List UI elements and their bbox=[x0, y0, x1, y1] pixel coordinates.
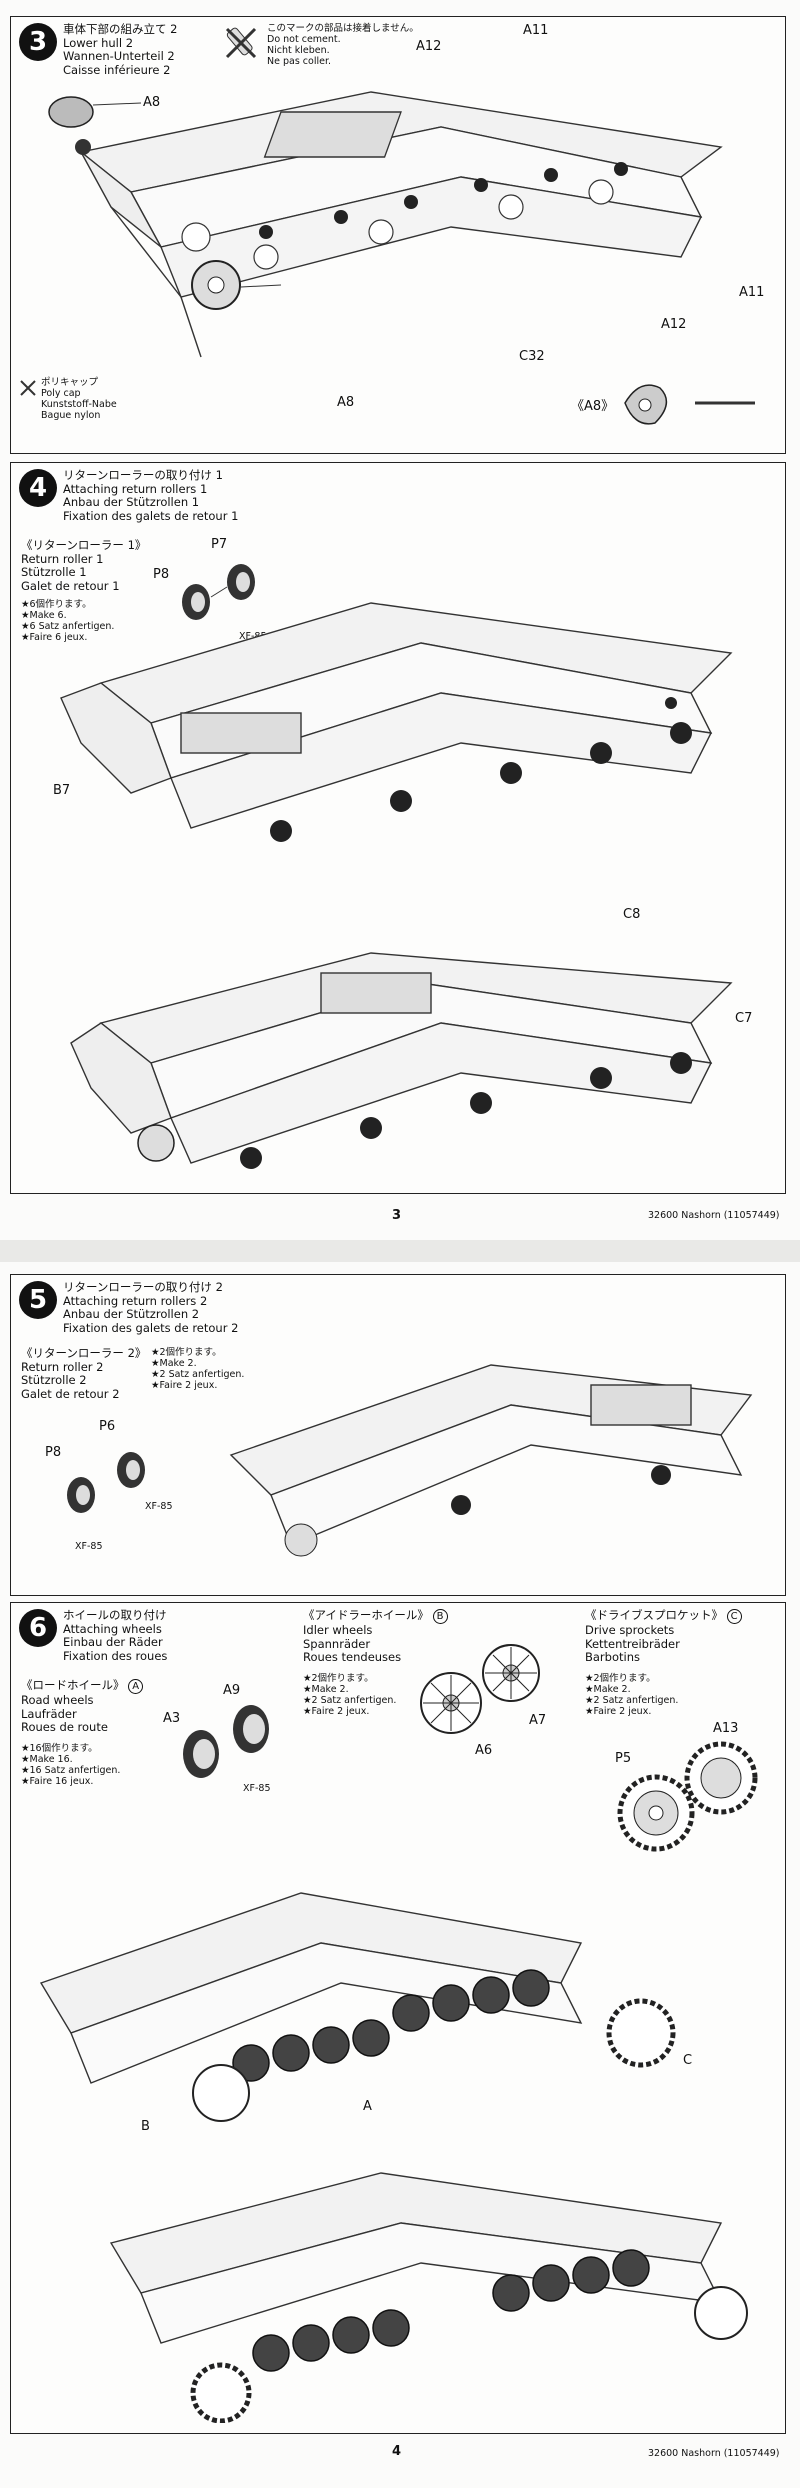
step-number: 3 bbox=[19, 23, 57, 61]
road-wheels-title: 《ロードホイール》 A Road wheels Laufräder Roues … bbox=[21, 1678, 144, 1735]
label-c8: C8 bbox=[623, 907, 641, 922]
step-number: 5 bbox=[19, 1281, 57, 1319]
hull-wheels-lower-drawing bbox=[109, 2172, 748, 2423]
quantity-note: ★6個作ります。 ★Make 6. ★6 Satz anfertigen. ★F… bbox=[21, 599, 115, 643]
label-p7: P7 bbox=[211, 537, 228, 552]
return-roller-drawing bbox=[182, 564, 255, 620]
label-p5: P5 bbox=[615, 1751, 632, 1766]
mark-c: C bbox=[683, 2053, 693, 2068]
label-a7: A7 bbox=[529, 1713, 547, 1728]
step-title: リターンローラーの取り付け 2 Attaching return rollers… bbox=[63, 1280, 239, 1335]
label-c7: C7 bbox=[735, 1011, 753, 1026]
page-4: 5 リターンローラーの取り付け 2 Attaching return rolle… bbox=[0, 1262, 800, 2488]
sprocket-title: 《ドライブスプロケット》 C Drive sprockets Kettentre… bbox=[585, 1608, 742, 1665]
page-3: 3 車体下部の組み立て 2 Lower hull 2 Wannen-Untert… bbox=[0, 0, 800, 1240]
a8-detail-drawing bbox=[624, 384, 755, 425]
label-a13: A13 bbox=[713, 1721, 739, 1736]
no-cement-icon bbox=[225, 27, 257, 59]
no-cement-note: このマークの部品は接着しません。 Do not cement. Nicht kl… bbox=[267, 23, 419, 67]
return-roller-sub-title: 《リターンローラー 2》 Return roller 2 Stützrolle … bbox=[21, 1346, 147, 1401]
return-roller-drawing bbox=[67, 1452, 145, 1513]
idler-wheels-qty: ★2個作ります。 ★Make 2. ★2 Satz anfertigen. ★F… bbox=[303, 1673, 397, 1717]
label-a11-right: A11 bbox=[739, 285, 765, 300]
step-number: 4 bbox=[19, 469, 57, 507]
label-a8-left: A8 bbox=[143, 95, 161, 110]
label-a8-bottom: A8 bbox=[337, 395, 355, 410]
product-code: 32600 Nashorn (11057449) bbox=[648, 2448, 780, 2459]
idler-wheel-drawing bbox=[420, 1644, 540, 1734]
step-number: 6 bbox=[19, 1609, 57, 1647]
label-a8-detail: 《A8》 bbox=[571, 399, 615, 414]
hull-wheels-upper-drawing bbox=[39, 1892, 676, 2122]
mark-a: A bbox=[363, 2099, 372, 2114]
hull-step5-drawing bbox=[229, 1364, 753, 1557]
polycap-icon bbox=[20, 380, 36, 396]
step-5-panel: 5 リターンローラーの取り付け 2 Attaching return rolle… bbox=[10, 1274, 786, 1596]
step-3-panel: 3 車体下部の組み立て 2 Lower hull 2 Wannen-Untert… bbox=[10, 16, 786, 454]
label-p6: P6 bbox=[99, 1419, 116, 1434]
label-a6: A6 bbox=[475, 1743, 493, 1758]
label-xf85: XF-85 bbox=[243, 1783, 271, 1794]
label-a12-top: A12 bbox=[416, 39, 442, 54]
label-b7: B7 bbox=[53, 783, 71, 798]
label-xf85-a: XF-85 bbox=[145, 1501, 173, 1512]
step-4-panel: 4 リターンローラーの取り付け 1 Attaching return rolle… bbox=[10, 462, 786, 1194]
label-a11-top: A11 bbox=[523, 23, 549, 38]
step-title: リターンローラーの取り付け 1 Attaching return rollers… bbox=[63, 468, 239, 523]
product-code: 32600 Nashorn (11057449) bbox=[648, 1210, 780, 1221]
sprocket-drawing bbox=[617, 1741, 758, 1852]
idler-wheels-title: 《アイドラーホイール》 B Idler wheels Spannräder Ro… bbox=[303, 1608, 448, 1665]
page-gap bbox=[0, 1240, 800, 1262]
mark-b: B bbox=[141, 2119, 150, 2134]
label-c32: C32 bbox=[519, 349, 545, 364]
sprocket-qty: ★2個作ります。 ★Make 2. ★2 Satz anfertigen. ★F… bbox=[585, 1673, 679, 1717]
step-title: ホイールの取り付け Attaching wheels Einbau der Rä… bbox=[63, 1608, 168, 1663]
label-xf85: XF-85 bbox=[239, 631, 267, 642]
step-6-panel: 6 ホイールの取り付け Attaching wheels Einbau der … bbox=[10, 1602, 786, 2434]
quantity-note: ★2個作ります。 ★Make 2. ★2 Satz anfertigen. ★F… bbox=[151, 1347, 245, 1391]
step-title: 車体下部の組み立て 2 Lower hull 2 Wannen-Untertei… bbox=[63, 22, 178, 77]
hull-with-rollers-drawing bbox=[60, 602, 733, 842]
label-p8: P8 bbox=[153, 567, 170, 582]
road-wheels-qty: ★16個作ります。 ★Make 16. ★16 Satz anfertigen.… bbox=[21, 1743, 121, 1787]
label-a9: A9 bbox=[223, 1683, 241, 1698]
page-number: 3 bbox=[392, 1208, 402, 1223]
label-xf85-b: XF-85 bbox=[75, 1541, 103, 1552]
road-wheel-drawing bbox=[183, 1705, 269, 1778]
label-a12-right: A12 bbox=[661, 317, 687, 332]
return-roller-sub-title: 《リターンローラー 1》 Return roller 1 Stützrolle … bbox=[21, 538, 147, 593]
hull-lower-drawing bbox=[70, 952, 733, 1169]
label-a3: A3 bbox=[163, 1711, 181, 1726]
polycap-legend: ポリキャップ Poly cap Kunststoff-Nabe Bague ny… bbox=[41, 377, 117, 421]
page-number: 4 bbox=[392, 2444, 402, 2459]
lower-hull-drawing bbox=[48, 91, 723, 358]
label-p8: P8 bbox=[45, 1445, 62, 1460]
